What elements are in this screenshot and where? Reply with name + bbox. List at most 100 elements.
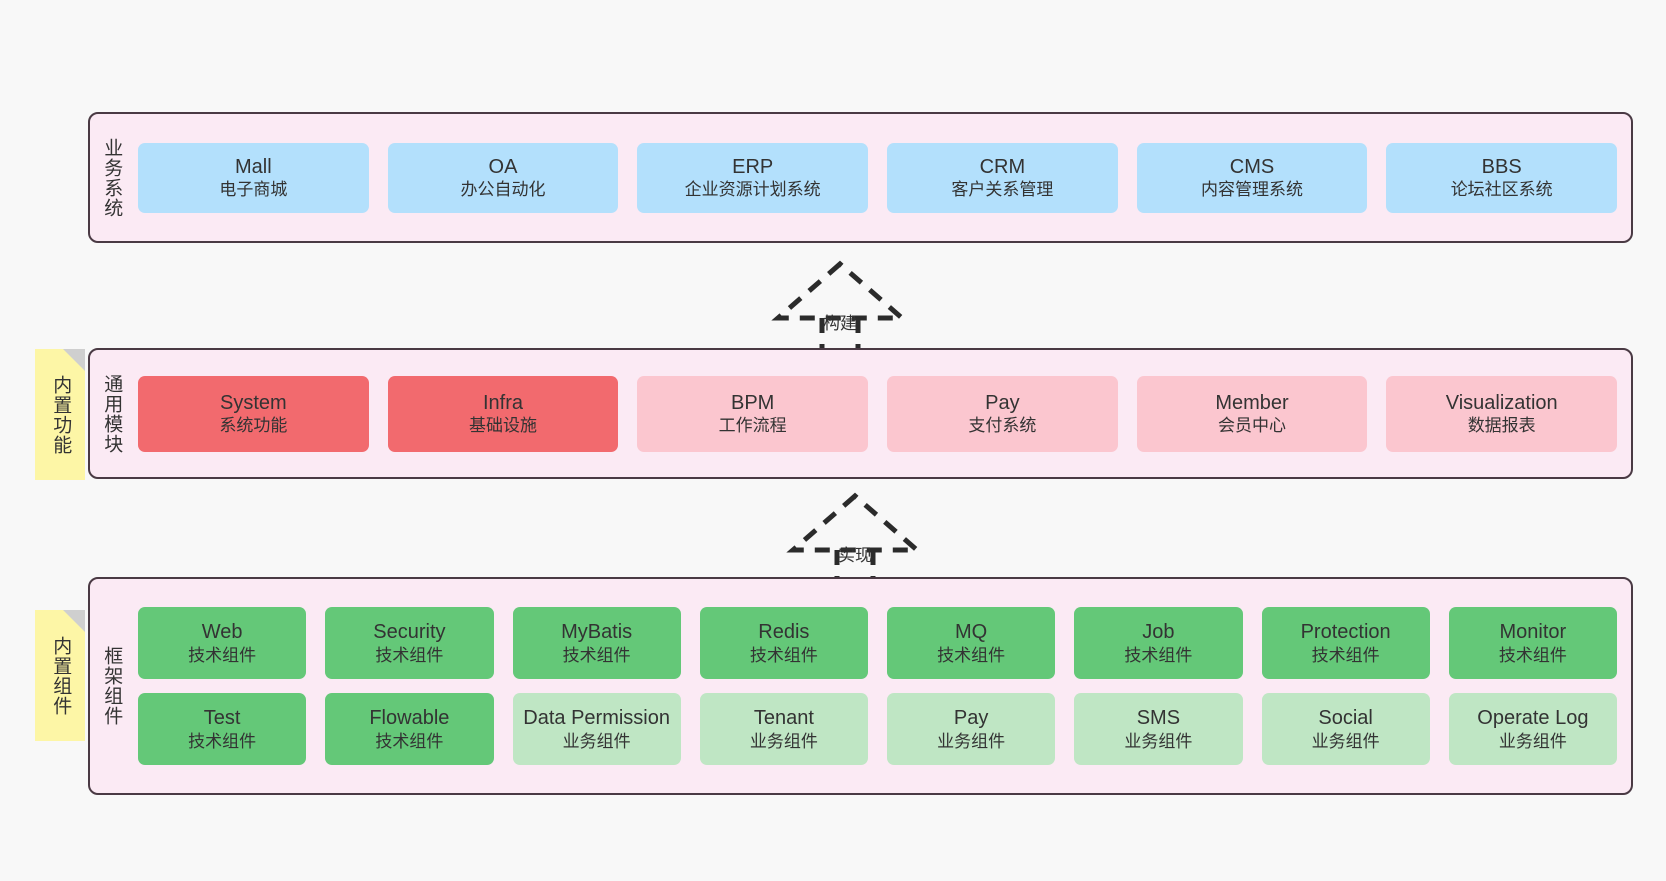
node-title: Mall <box>235 155 272 178</box>
connector-build-label: 构建 <box>823 314 857 333</box>
node-title: Monitor <box>1499 621 1567 644</box>
node-subtitle: 电子商城 <box>219 180 288 200</box>
node-operate-log[interactable]: Operate Log 业务组件 <box>1448 693 1617 765</box>
node-subtitle: 技术组件 <box>1311 645 1380 665</box>
framework-node-row-2: Test 技术组件 Flowable 技术组件 Data Permission … <box>138 693 1617 765</box>
node-subtitle: 客户关系管理 <box>951 180 1054 200</box>
node-title: Security <box>373 621 446 644</box>
node-pay-component[interactable]: Pay 业务组件 <box>887 693 1056 765</box>
layer-body-business: Mall 电子商城 OA 办公自动化 ERP 企业资源计划系统 CRM 客户关系… <box>132 114 1631 241</box>
layer-framework-components: 框架组件 Web 技术组件 Security 技术组件 MyBatis 技术组件… <box>88 577 1633 795</box>
node-title: ERP <box>732 155 774 178</box>
node-erp[interactable]: ERP 企业资源计划系统 <box>637 142 869 213</box>
modules-node-row: System 系统功能 Infra 基础设施 BPM 工作流程 Pay 支付系统… <box>138 375 1618 452</box>
node-title: Pay <box>953 707 989 730</box>
node-visualization[interactable]: Visualization 数据报表 <box>1386 375 1618 452</box>
node-mall[interactable]: Mall 电子商城 <box>138 142 369 213</box>
connector-implement: 实现 <box>775 490 935 588</box>
node-subtitle: 业务组件 <box>937 731 1006 751</box>
node-subtitle: 支付系统 <box>968 416 1037 436</box>
node-monitor[interactable]: Monitor 技术组件 <box>1448 607 1617 679</box>
node-web[interactable]: Web 技术组件 <box>138 607 307 679</box>
node-title: OA <box>488 155 518 178</box>
node-test[interactable]: Test 技术组件 <box>138 693 307 765</box>
node-title: Visualization <box>1445 391 1558 414</box>
node-title: Redis <box>758 621 810 644</box>
node-subtitle: 技术组件 <box>375 645 444 665</box>
note-label: 内置组件 <box>50 635 72 716</box>
layer-common-modules: 通用模块 System 系统功能 Infra 基础设施 BPM 工作流程 Pay… <box>88 348 1633 479</box>
node-flowable[interactable]: Flowable 技术组件 <box>325 693 494 765</box>
node-subtitle: 技术组件 <box>188 731 257 751</box>
node-cms[interactable]: CMS 内容管理系统 <box>1136 142 1368 213</box>
node-subtitle: 技术组件 <box>562 645 631 665</box>
layer-body-modules: System 系统功能 Infra 基础设施 BPM 工作流程 Pay 支付系统… <box>132 350 1631 477</box>
node-subtitle: 业务组件 <box>1124 731 1193 751</box>
node-title: Infra <box>482 391 524 414</box>
node-protection[interactable]: Protection 技术组件 <box>1261 607 1430 679</box>
layer-title-business: 业务系统 <box>101 137 123 218</box>
node-tenant[interactable]: Tenant 业务组件 <box>699 693 868 765</box>
node-title: Pay <box>985 391 1020 414</box>
node-subtitle: 业务组件 <box>749 731 818 751</box>
node-subtitle: 技术组件 <box>1498 645 1567 665</box>
node-data-permission[interactable]: Data Permission 业务组件 <box>512 693 681 765</box>
node-title: BBS <box>1481 155 1522 178</box>
node-pay-module[interactable]: Pay 支付系统 <box>887 375 1118 452</box>
node-system[interactable]: System 系统功能 <box>138 375 369 452</box>
note-label: 内置功能 <box>50 374 72 455</box>
node-social[interactable]: Social 业务组件 <box>1261 693 1430 765</box>
node-title: CRM <box>979 155 1026 178</box>
node-bpm[interactable]: BPM 工作流程 <box>637 375 869 452</box>
node-subtitle: 业务组件 <box>1311 731 1380 751</box>
note-fold-corner-icon <box>63 610 85 632</box>
node-title: CMS <box>1229 155 1275 178</box>
node-mq[interactable]: MQ 技术组件 <box>887 607 1056 679</box>
node-title: MyBatis <box>561 621 633 644</box>
node-subtitle: 论坛社区系统 <box>1450 180 1553 200</box>
node-subtitle: 数据报表 <box>1467 416 1536 436</box>
node-title: Job <box>1142 621 1175 644</box>
node-title: MQ <box>955 621 988 644</box>
node-title: System <box>219 391 287 414</box>
framework-node-row-1: Web 技术组件 Security 技术组件 MyBatis 技术组件 Redi… <box>138 607 1617 679</box>
node-title: BPM <box>731 391 775 414</box>
node-security[interactable]: Security 技术组件 <box>325 607 494 679</box>
node-infra[interactable]: Infra 基础设施 <box>387 375 619 452</box>
node-subtitle: 业务组件 <box>1498 731 1567 751</box>
node-subtitle: 系统功能 <box>219 416 288 436</box>
note-builtin-components: 内置组件 <box>35 610 85 741</box>
business-node-row: Mall 电子商城 OA 办公自动化 ERP 企业资源计划系统 CRM 客户关系… <box>138 142 1618 213</box>
node-title: Web <box>201 621 243 644</box>
layer-title-framework: 框架组件 <box>101 646 123 726</box>
node-sms[interactable]: SMS 业务组件 <box>1074 693 1243 765</box>
node-subtitle: 技术组件 <box>375 731 444 751</box>
layer-title-modules: 通用模块 <box>101 373 123 454</box>
node-subtitle: 基础设施 <box>469 416 537 436</box>
node-subtitle: 办公自动化 <box>460 180 546 200</box>
node-mybatis[interactable]: MyBatis 技术组件 <box>512 607 681 679</box>
node-title: Social <box>1318 707 1373 730</box>
connector-build: 构建 <box>760 258 920 356</box>
connector-implement-label: 实现 <box>838 546 872 565</box>
node-subtitle: 会员中心 <box>1218 416 1287 436</box>
node-bbs[interactable]: BBS 论坛社区系统 <box>1386 142 1618 213</box>
node-title: Member <box>1215 391 1289 414</box>
node-subtitle: 内容管理系统 <box>1201 180 1304 200</box>
node-title: SMS <box>1136 707 1181 730</box>
node-subtitle: 企业资源计划系统 <box>684 180 821 200</box>
node-crm[interactable]: CRM 客户关系管理 <box>887 142 1118 213</box>
node-redis[interactable]: Redis 技术组件 <box>699 607 868 679</box>
node-subtitle: 工作流程 <box>718 416 787 436</box>
node-job[interactable]: Job 技术组件 <box>1074 607 1243 679</box>
node-subtitle: 技术组件 <box>1124 645 1193 665</box>
node-oa[interactable]: OA 办公自动化 <box>387 142 619 213</box>
node-member[interactable]: Member 会员中心 <box>1136 375 1368 452</box>
uml-hollow-triangle-icon <box>771 260 909 321</box>
node-subtitle: 技术组件 <box>188 645 257 665</box>
node-subtitle: 技术组件 <box>937 645 1006 665</box>
note-fold-corner-icon <box>63 349 85 371</box>
node-title: Test <box>203 707 241 730</box>
node-title: Protection <box>1300 621 1391 644</box>
